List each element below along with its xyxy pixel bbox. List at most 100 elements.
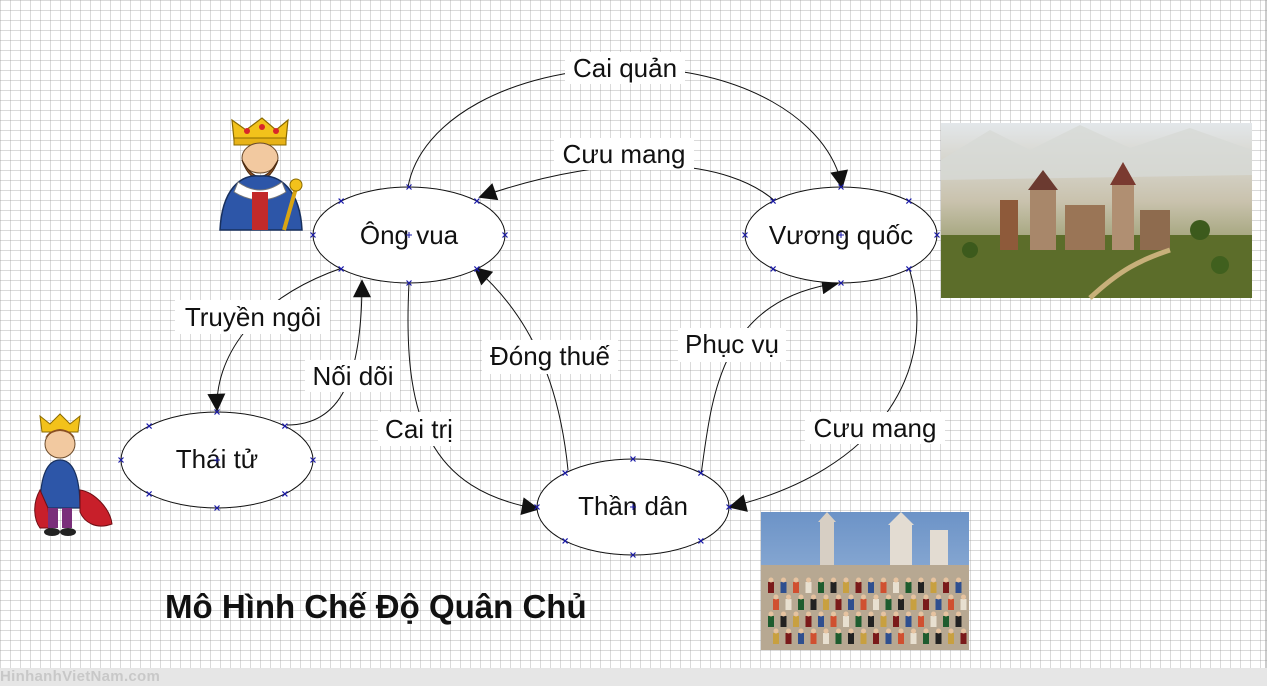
selection-handle[interactable] (214, 505, 220, 511)
crowd-figure (843, 582, 849, 593)
crowd-figure-head (893, 611, 899, 617)
crowd-figure-head (931, 577, 936, 583)
crowd-figure-head (768, 577, 774, 583)
crowd-figure-head (836, 594, 841, 600)
selection-handle[interactable] (630, 552, 636, 558)
selection-handle[interactable] (281, 491, 288, 497)
crowd-figure-head (818, 611, 824, 617)
crowd-figure (910, 599, 917, 610)
selection-handle[interactable] (838, 184, 844, 190)
crowd-figure-head (861, 594, 866, 600)
crowd-figure-head (831, 611, 836, 617)
crowd-figure (935, 633, 942, 644)
selection-handle[interactable] (534, 504, 540, 510)
crowd-figure-head (911, 628, 916, 634)
crowd-figure-head (911, 594, 916, 600)
crowd-figure (805, 582, 812, 593)
crowd-figure (898, 633, 904, 644)
selection-handle[interactable] (146, 423, 153, 429)
selection-handle[interactable] (838, 280, 844, 286)
selection-handle[interactable] (770, 266, 777, 272)
crowd-figure-head (961, 628, 966, 634)
label-kingdom-shelters-subjects: Cưu mang (814, 413, 937, 443)
crowd-figure (905, 616, 912, 627)
selection-handles (118, 184, 940, 558)
selection-handle[interactable] (214, 409, 220, 415)
crowd-figure-head (811, 594, 816, 600)
selection-handle[interactable] (562, 470, 569, 476)
crowd-figure-head (893, 577, 899, 583)
crowd-figure-head (931, 611, 936, 617)
edge-kingdom-shelters-subjects (728, 267, 918, 512)
selection-handle[interactable] (338, 266, 345, 272)
crowd-figure-head (786, 594, 791, 600)
crowd-figure (910, 633, 917, 644)
crowd-figure-head (836, 628, 841, 634)
selection-handle[interactable] (562, 538, 569, 544)
selection-handle[interactable] (742, 232, 748, 238)
crowd-figure-head (781, 611, 786, 617)
crowd-figure-head (861, 628, 866, 634)
crowd-figure-head (898, 594, 904, 600)
selection-handle[interactable] (473, 198, 480, 204)
selection-handle[interactable] (338, 198, 345, 204)
center-handle (838, 232, 844, 238)
crowd-figure-head (843, 577, 849, 583)
crowd-figure-head (823, 594, 829, 600)
crowd-figure-head (881, 577, 886, 583)
crowd-figure-head (823, 628, 829, 634)
selection-handle[interactable] (726, 504, 732, 510)
crowd-figure (818, 582, 824, 593)
selection-handle[interactable] (905, 266, 912, 272)
selection-handle[interactable] (502, 232, 508, 238)
monarchy-diagram: Cai quản Cưu mang Truyền ngôi Nối dõi Ca… (34, 0, 1267, 668)
king-icon (219, 117, 303, 231)
selection-handle[interactable] (310, 232, 316, 238)
crowd-figure-head (773, 628, 779, 634)
crowd-figure (918, 582, 924, 593)
crowd-figure-head (923, 628, 929, 634)
crowd-figure (785, 633, 792, 644)
crowd-figure-head (906, 611, 911, 617)
label-pass-throne: Truyền ngôi (185, 302, 321, 332)
selection-handle[interactable] (697, 470, 704, 476)
selection-handle[interactable] (934, 232, 940, 238)
crowd-figure-head (768, 611, 774, 617)
selection-handle[interactable] (281, 423, 288, 429)
diagram-title: Mô Hình Chế Độ Quân Chủ (165, 588, 587, 625)
crowd-figure (868, 616, 874, 627)
crowd-figure (935, 599, 942, 610)
selection-handle[interactable] (905, 198, 912, 204)
crowd-figure (855, 582, 862, 593)
crowd-figure (893, 582, 899, 593)
selection-handle[interactable] (406, 280, 412, 286)
crowd-figure-head (956, 611, 961, 617)
selection-handle[interactable] (630, 456, 636, 462)
crowd-figure (943, 616, 949, 627)
crowd-figure-head (798, 594, 804, 600)
label-kingdom-shelters-king: Cưu mang (563, 139, 686, 169)
center-handle (214, 457, 220, 463)
crowd-figure (798, 599, 804, 610)
crowd-figure-head (856, 611, 861, 617)
selection-handle[interactable] (118, 457, 124, 463)
watermark: HinhanhVietNam.com (0, 668, 161, 685)
selection-handle[interactable] (146, 491, 153, 497)
selection-handle[interactable] (770, 198, 777, 204)
crowd-figure (923, 599, 929, 610)
footer-bar (0, 668, 1267, 686)
edge-kingdom-shelters-king (478, 164, 777, 203)
selection-handle[interactable] (697, 538, 704, 544)
crowd-figure-head (848, 628, 854, 634)
crowd-figure-head (793, 577, 799, 583)
crowd-figure (893, 616, 899, 627)
selection-handle[interactable] (310, 457, 316, 463)
selection-handle[interactable] (473, 266, 480, 272)
label-succeed: Nối dõi (313, 361, 394, 391)
center-handle (406, 232, 412, 238)
crowd-figure-head (848, 594, 854, 600)
selection-handle[interactable] (406, 184, 412, 190)
crowd-figure-head (898, 628, 904, 634)
crowd-figure (860, 599, 867, 610)
crowd-figure (898, 599, 904, 610)
